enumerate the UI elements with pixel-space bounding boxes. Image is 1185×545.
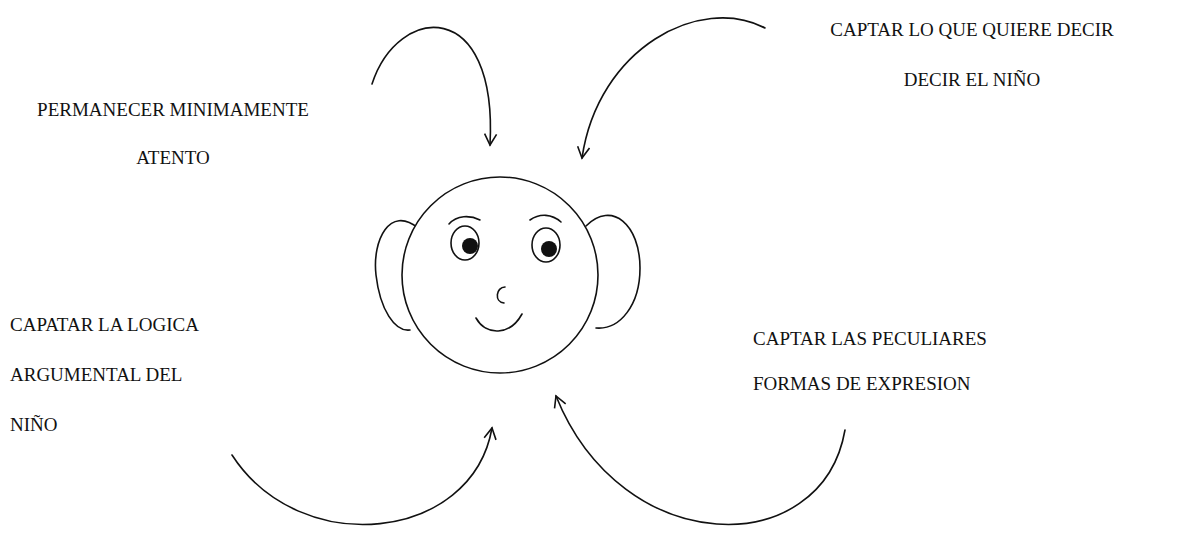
annotation-text: CAPATAR LA LOGICA ARGUMENTAL DEL NIÑO: [10, 300, 204, 450]
annotation-text: PERMANECER MINIMAMENTE ATENTO: [35, 86, 311, 182]
curved-arrow: [372, 27, 490, 145]
mouth: [476, 314, 522, 331]
left-eye: [451, 226, 479, 260]
annotation-text: CAPTAR LO QUE QUIERE DECIR DECIR EL NIÑO: [828, 5, 1116, 105]
left-pupil: [462, 238, 478, 254]
right-pupil: [541, 241, 557, 257]
left-eyebrow: [449, 217, 480, 224]
annotation-text: CAPTAR LAS PECULIARES FORMAS DE EXPRESIO…: [753, 316, 991, 406]
head-circle: [402, 177, 598, 373]
nose: [497, 287, 505, 303]
curved-arrow: [556, 396, 845, 524]
curved-arrow: [232, 428, 492, 524]
right-eye: [532, 228, 560, 262]
right-eyebrow: [530, 215, 561, 222]
curved-arrow: [582, 18, 765, 158]
